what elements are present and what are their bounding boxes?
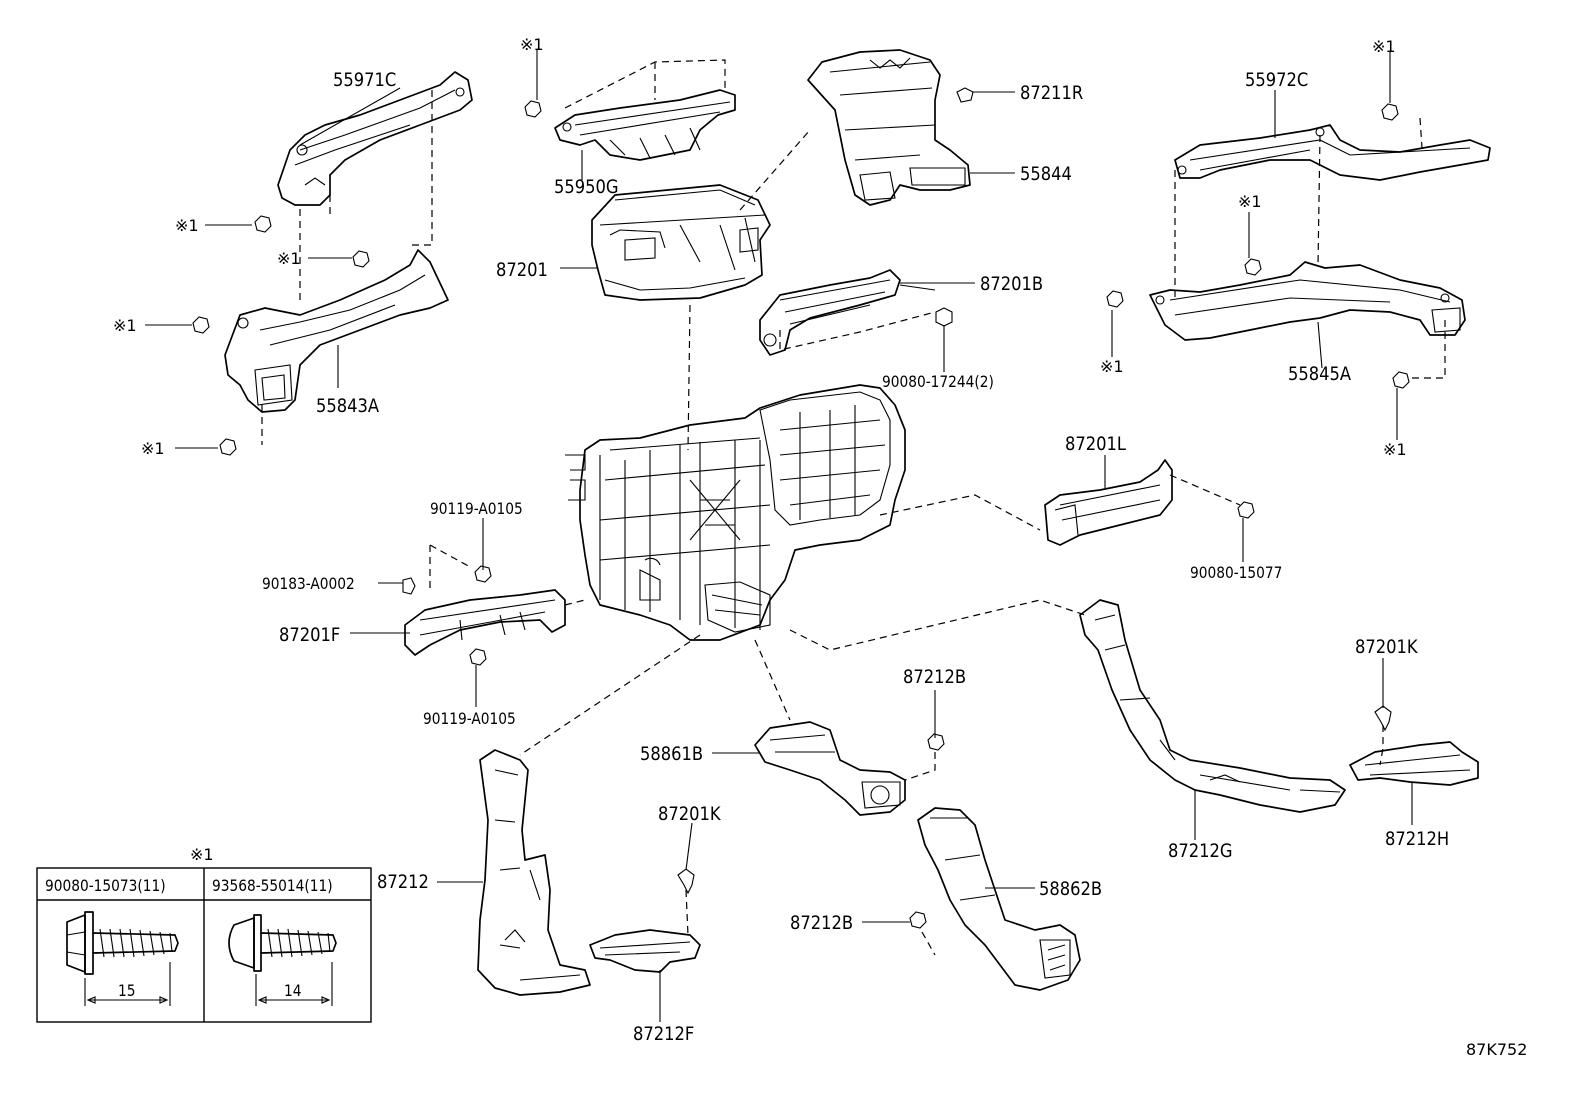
hvac-unit xyxy=(565,384,906,641)
vent-87212F xyxy=(589,929,701,973)
ref-mark: ※1 xyxy=(277,249,301,268)
label-87212H: 87212H xyxy=(1385,829,1449,850)
ref-mark: ※1 xyxy=(190,845,214,864)
label-87201L: 87201L xyxy=(1065,434,1126,455)
label-55972C: 55972C xyxy=(1245,70,1308,91)
vent-87201 xyxy=(591,184,771,301)
duct-55971C xyxy=(277,71,473,206)
label-55843A: 55843A xyxy=(316,396,379,417)
duct-58862B xyxy=(917,807,1081,991)
assembly-lines xyxy=(261,59,1446,956)
label-90183-A0002: 90183-A0002 xyxy=(262,574,355,593)
ref-mark: ※1 xyxy=(520,35,544,54)
duct-58861B xyxy=(754,721,906,816)
table-col2-header: 93568-55014(11) xyxy=(212,876,333,895)
ref-mark: ※1 xyxy=(141,439,165,458)
ref-mark: ※1 xyxy=(1100,357,1124,376)
label-90119-A0105-top: 90119-A0105 xyxy=(430,499,523,518)
label-90080-17244: 90080-17244(2) xyxy=(882,372,994,391)
label-87212B-bottom: 87212B xyxy=(790,913,853,934)
label-87201K-mid: 87201K xyxy=(658,804,721,825)
fasteners xyxy=(192,87,1410,929)
fastener-table: 90080-15073(11) 93568-55014(11) 15 14 xyxy=(36,867,372,1023)
label-58862B: 58862B xyxy=(1039,879,1102,900)
vent-87212H xyxy=(1349,741,1479,786)
hex-bolt-icon: 15 xyxy=(66,911,179,1006)
label-58861B: 58861B xyxy=(640,744,703,765)
duct-55844 xyxy=(807,49,971,206)
label-55844: 55844 xyxy=(1020,164,1072,185)
reference-marks: ※1 ※1 ※1 ※1 ※1 ※1 ※1 ※1 ※1 ※1 xyxy=(113,35,1407,864)
part-labels: 55971C 55843A 55950G 87201 87211R 55844 … xyxy=(262,70,1449,1045)
ref-mark: ※1 xyxy=(1238,192,1262,211)
bolt1-length: 15 xyxy=(118,981,135,1000)
label-87212: 87212 xyxy=(377,872,429,893)
leader-lines xyxy=(145,50,1413,1022)
diagram-code: 87K752 xyxy=(1466,1040,1527,1059)
bracket-55950G xyxy=(554,89,736,161)
label-55845A: 55845A xyxy=(1288,364,1351,385)
duct-87212 xyxy=(477,749,591,996)
duct-55845A xyxy=(1149,261,1466,341)
ref-mark: ※1 xyxy=(175,216,199,235)
label-87211R: 87211R xyxy=(1020,83,1083,104)
vent-87201L xyxy=(1044,459,1173,546)
label-90080-15077: 90080-15077 xyxy=(1190,563,1282,582)
label-87201: 87201 xyxy=(496,260,548,281)
vent-87201B xyxy=(759,269,936,356)
duct-55843A xyxy=(224,249,449,413)
label-55950G: 55950G xyxy=(554,177,619,198)
round-head-screw-icon: 14 xyxy=(228,914,337,1006)
ref-mark: ※1 xyxy=(1372,37,1396,56)
label-87212F: 87212F xyxy=(633,1024,694,1045)
bolt2-length: 14 xyxy=(284,981,301,1000)
duct-87212G xyxy=(1079,599,1346,813)
label-90119-A0105-bottom: 90119-A0105 xyxy=(423,709,516,728)
duct-55972C xyxy=(1174,124,1491,181)
label-55971C: 55971C xyxy=(333,70,396,91)
label-87201F: 87201F xyxy=(279,625,340,646)
label-87212G: 87212G xyxy=(1168,841,1233,862)
vent-87201F xyxy=(404,589,566,656)
table-col1-header: 90080-15073(11) xyxy=(45,876,166,895)
ref-mark: ※1 xyxy=(1383,440,1407,459)
label-87201K-right: 87201K xyxy=(1355,637,1418,658)
label-87201B: 87201B xyxy=(980,274,1043,295)
ref-mark: ※1 xyxy=(113,316,137,335)
label-87212B-top: 87212B xyxy=(903,667,966,688)
